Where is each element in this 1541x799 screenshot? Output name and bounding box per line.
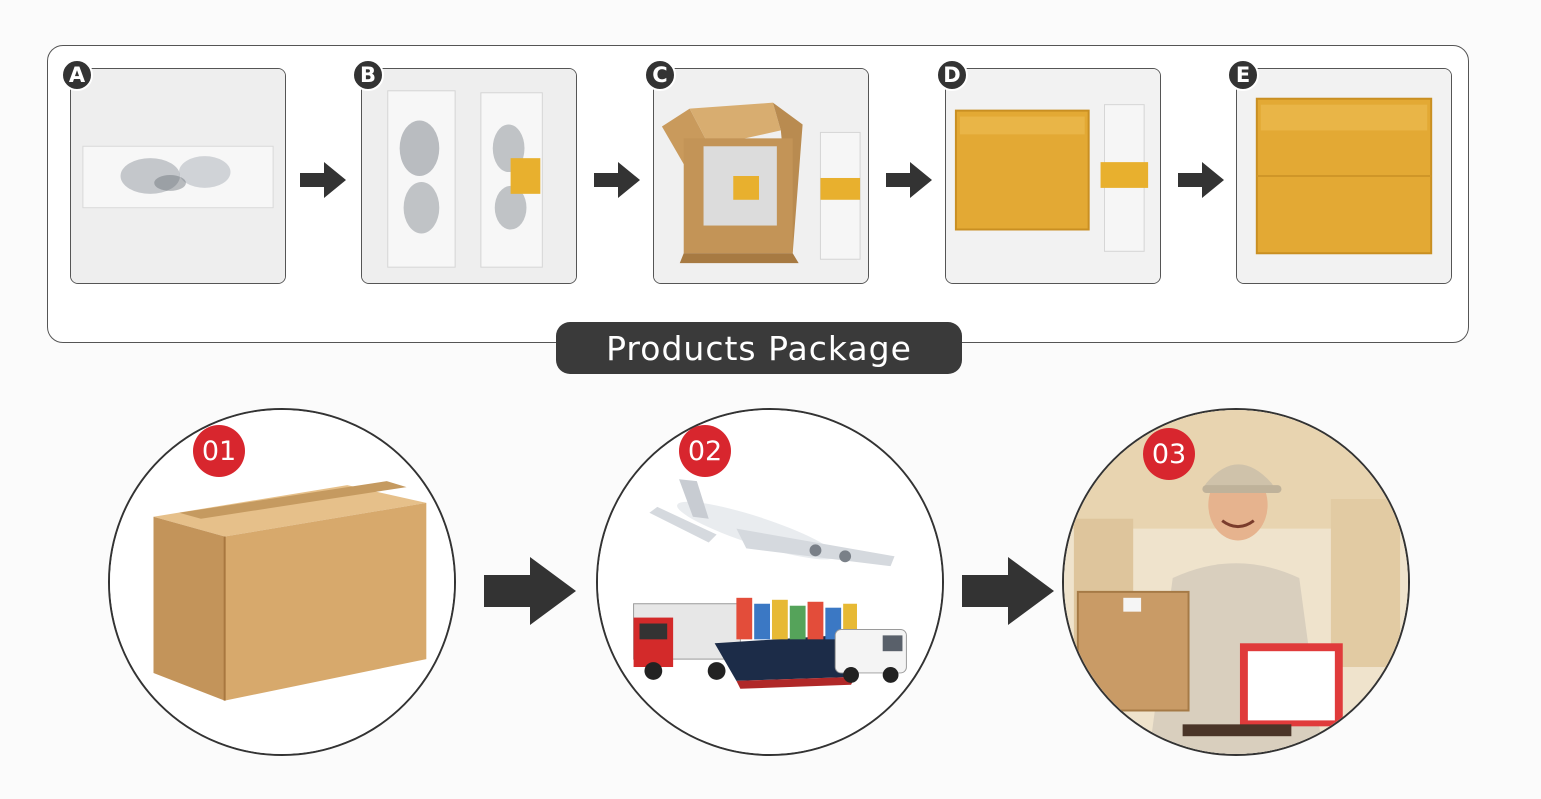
- step-d-photo: D: [936, 59, 1161, 284]
- step-letter-c: C: [644, 59, 676, 91]
- cardboard-box-icon: [110, 410, 454, 754]
- delivery-person-circle: [1062, 408, 1410, 756]
- step-a-photo: A: [61, 59, 286, 284]
- step-c-photo: C: [644, 59, 869, 284]
- arrow-right-icon: [962, 557, 1054, 625]
- step-number-badge: 03: [1143, 428, 1195, 480]
- step-letter-a: A: [61, 59, 93, 91]
- transport-vehicles-icon: [598, 410, 942, 754]
- arrow-right-icon: [886, 162, 932, 198]
- open-box-with-parts-image: [654, 69, 868, 283]
- arrow-right-icon: [300, 162, 346, 198]
- two-wrapped-parts-image: [362, 69, 576, 283]
- arrow-right-icon: [484, 557, 576, 625]
- bubble-wrapped-part-image: [71, 69, 285, 283]
- arrow-right-icon: [594, 162, 640, 198]
- products-package-banner: Products Package: [556, 322, 962, 374]
- step-number-badge: 01: [193, 425, 245, 477]
- sealed-box-image: [1237, 69, 1451, 283]
- step-e-photo: E: [1227, 59, 1452, 284]
- shipping-transport-circle: [596, 408, 944, 756]
- step-letter-d: D: [936, 59, 968, 91]
- taped-box-and-part-image: [946, 69, 1160, 283]
- step-number-badge: 02: [679, 425, 731, 477]
- step-letter-e: E: [1227, 59, 1259, 91]
- step-letter-b: B: [352, 59, 384, 91]
- delivery-man-icon: [1064, 410, 1408, 754]
- step-b-photo: B: [352, 59, 577, 284]
- arrow-right-icon: [1178, 162, 1224, 198]
- cardboard-box-circle: [108, 408, 456, 756]
